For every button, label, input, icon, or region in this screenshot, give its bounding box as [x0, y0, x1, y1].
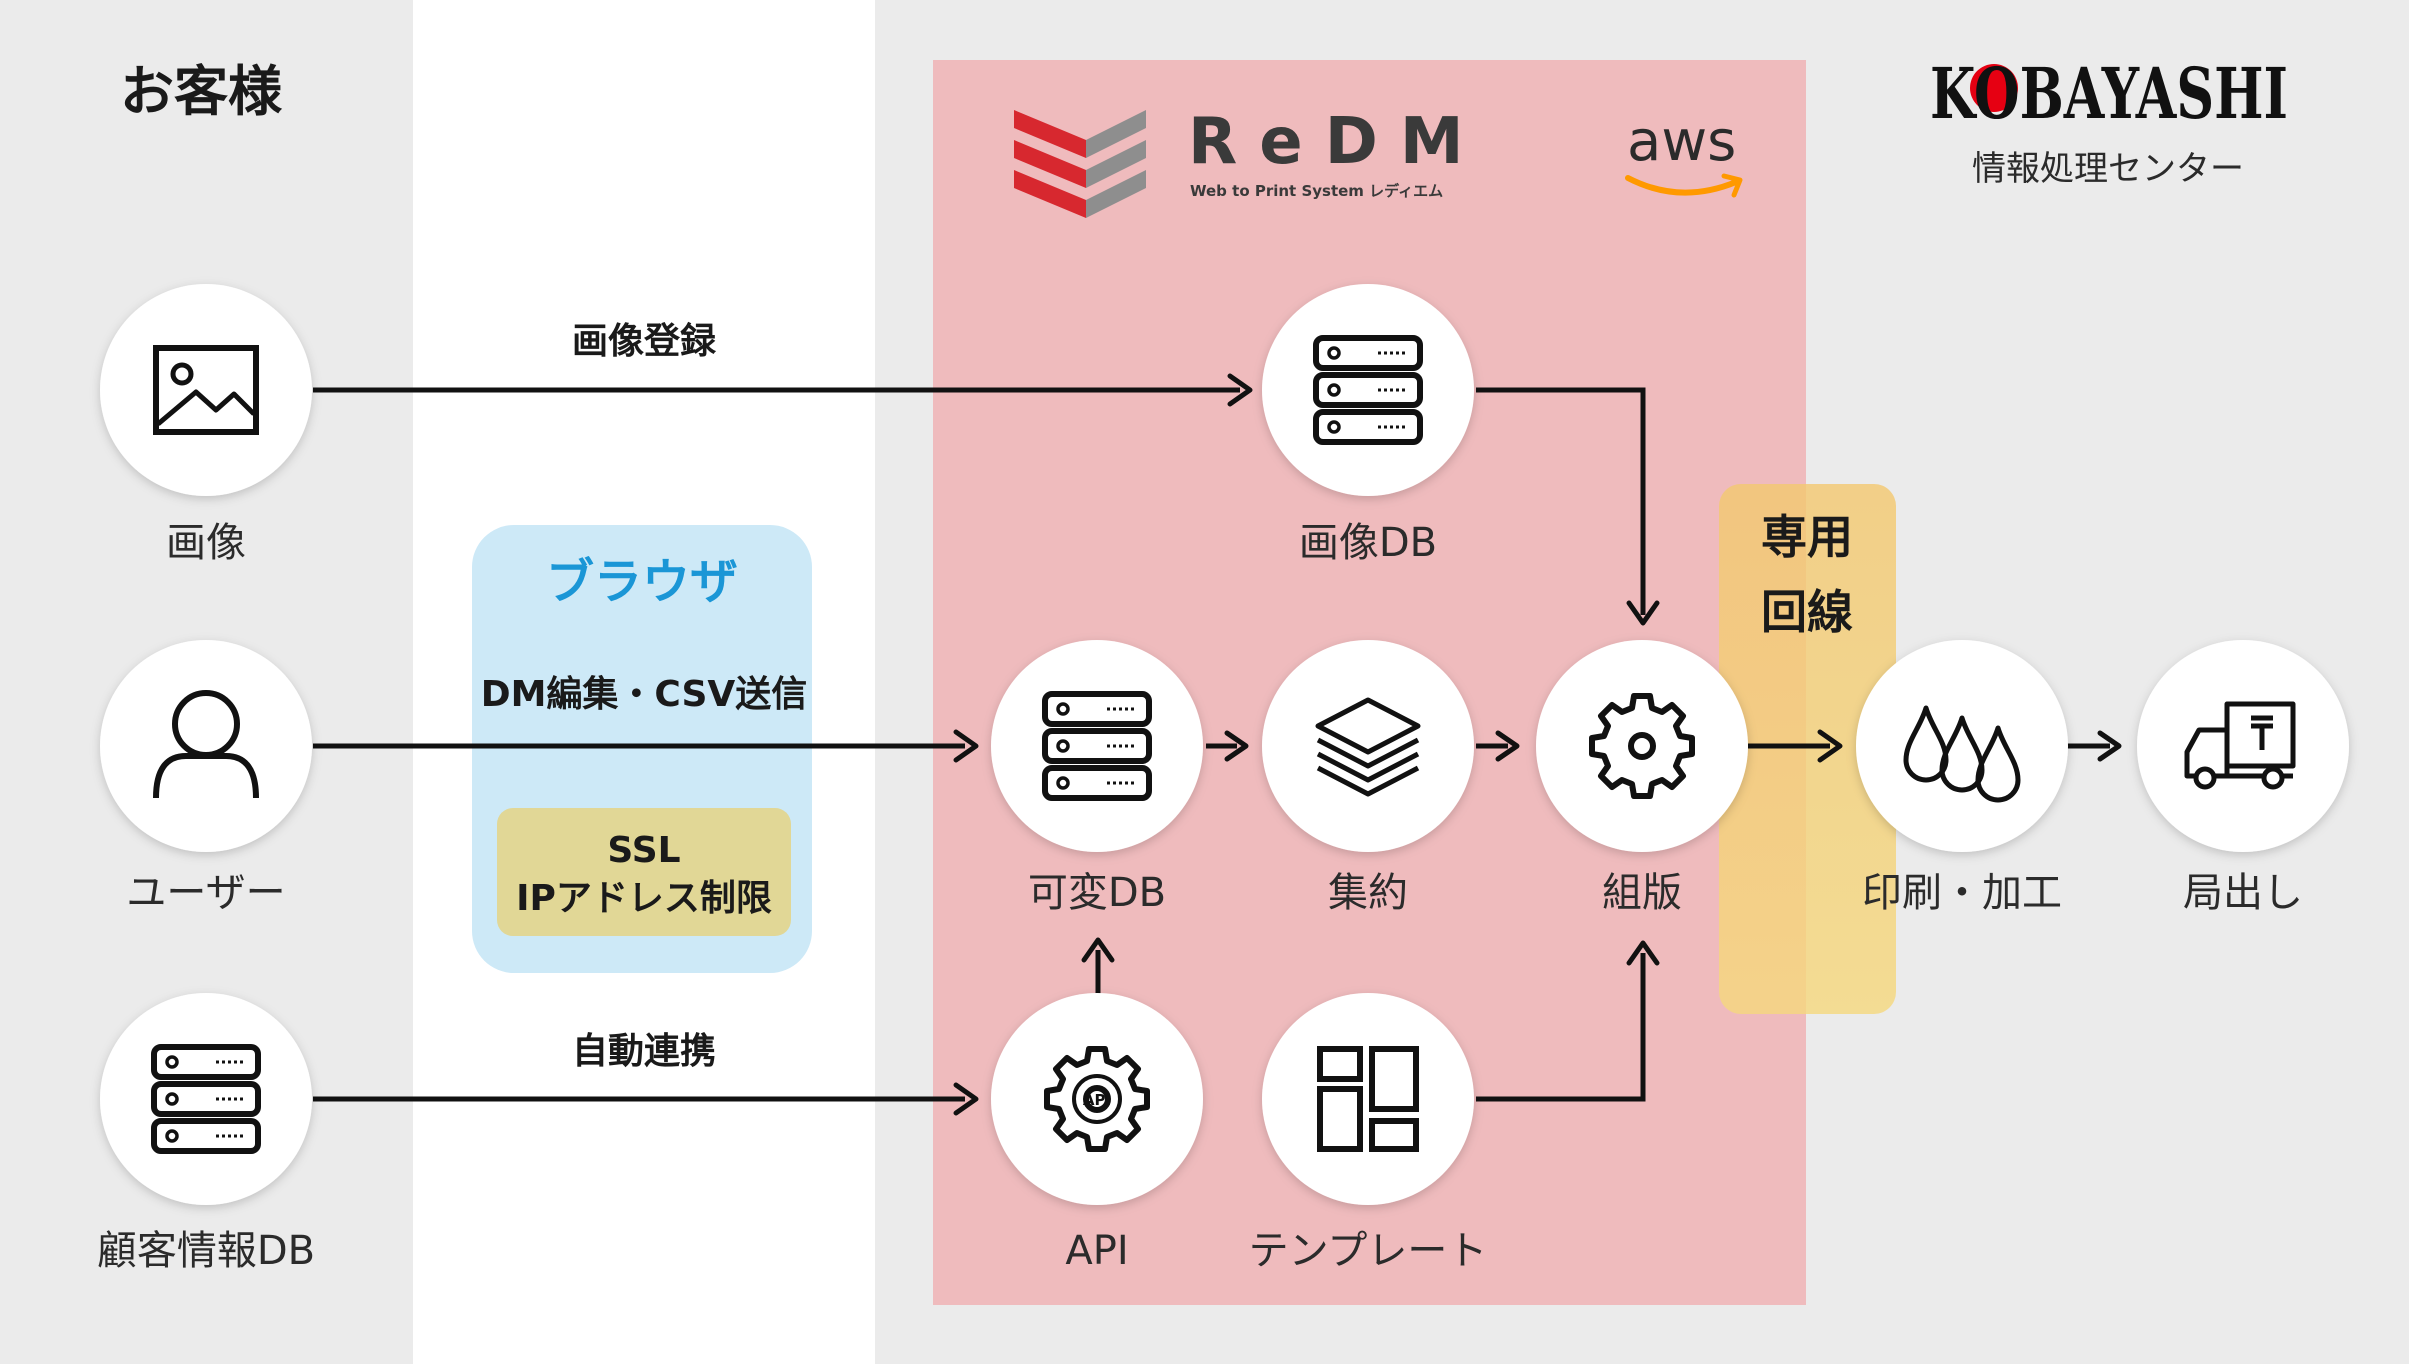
arrowheads: [953, 373, 2122, 1116]
template-layout-icon: [1317, 1046, 1419, 1152]
aws-logo-text: aws: [1627, 109, 1736, 174]
redm-logo-mark: [1014, 110, 1146, 218]
node-user: ユーザー: [100, 640, 312, 916]
user-icon: [153, 690, 259, 799]
node-api-label: API: [1065, 1228, 1128, 1274]
node-template-label: テンプレート: [1249, 1228, 1488, 1274]
node-typesetting-label: 組版: [1602, 870, 1682, 916]
node-image: 画像: [100, 284, 312, 566]
node-typesetting: 組版: [1536, 640, 1748, 916]
security-line2: IPアドレス制限: [516, 878, 772, 919]
flow-label-image-register: 画像登録: [572, 321, 717, 362]
node-print-label: 印刷・加工: [1862, 870, 2062, 916]
node-variable-db: 可変DB: [991, 640, 1203, 916]
kobayashi-subtitle: 情報処理センター: [1972, 149, 2244, 189]
arrow-template-to-typesetting: [1476, 953, 1646, 1102]
dedicated-line2: 回線: [1761, 585, 1853, 639]
image-icon: [153, 345, 259, 435]
node-shipping: 局出し: [2137, 640, 2349, 916]
aws-logo: aws: [1625, 109, 1743, 198]
node-print: 印刷・加工: [1856, 640, 2068, 916]
node-variable-db-label: 可変DB: [1028, 870, 1166, 916]
flow-label-dm-edit: DM編集・CSV送信: [481, 674, 808, 715]
node-template: テンプレート: [1249, 993, 1488, 1274]
connectors: [313, 387, 2110, 1102]
node-user-label: ユーザー: [126, 870, 285, 916]
node-aggregate-label: 集約: [1328, 870, 1408, 916]
kobayashi-red-dot: [1970, 64, 2018, 112]
node-image-db-label: 画像DB: [1299, 520, 1437, 566]
node-customer-db-label: 顧客情報DB: [97, 1228, 315, 1274]
api-icon-text: API: [1083, 1091, 1111, 1109]
node-api: API API: [991, 993, 1203, 1274]
flow-label-auto-link: 自動連携: [572, 1031, 716, 1072]
ink-drops-icon: [1903, 705, 2021, 803]
customer-title: お客様: [120, 60, 283, 123]
security-box: [497, 808, 791, 936]
kobayashi-logo-text: KOBAYASHI: [1930, 52, 2288, 135]
aws-smile-icon: [1625, 175, 1739, 196]
arrow-imagedb-to-typesetting: [1476, 387, 1646, 615]
layers-icon: [1315, 697, 1421, 797]
redm-logo-text: ReDM: [1188, 105, 1486, 179]
kobayashi-logo: KOBAYASHI 情報処理センター: [1930, 52, 2288, 189]
dedicated-line-box: [1719, 484, 1896, 1014]
security-line1: SSL: [607, 830, 680, 871]
node-aggregate: 集約: [1262, 640, 1474, 916]
dedicated-line1: 専用: [1761, 510, 1853, 564]
node-shipping-label: 局出し: [2183, 870, 2303, 916]
node-customer-db: 顧客情報DB: [97, 993, 315, 1274]
browser-title: ブラウザ: [546, 554, 738, 610]
redm-logo-subtitle: Web to Print System レディエム: [1190, 182, 1443, 200]
delivery-truck-icon: [2184, 701, 2296, 790]
redm-logo: ReDM Web to Print System レディエム: [1014, 105, 1486, 218]
node-image-db: 画像DB: [1262, 284, 1474, 566]
node-image-label: 画像: [166, 520, 246, 566]
